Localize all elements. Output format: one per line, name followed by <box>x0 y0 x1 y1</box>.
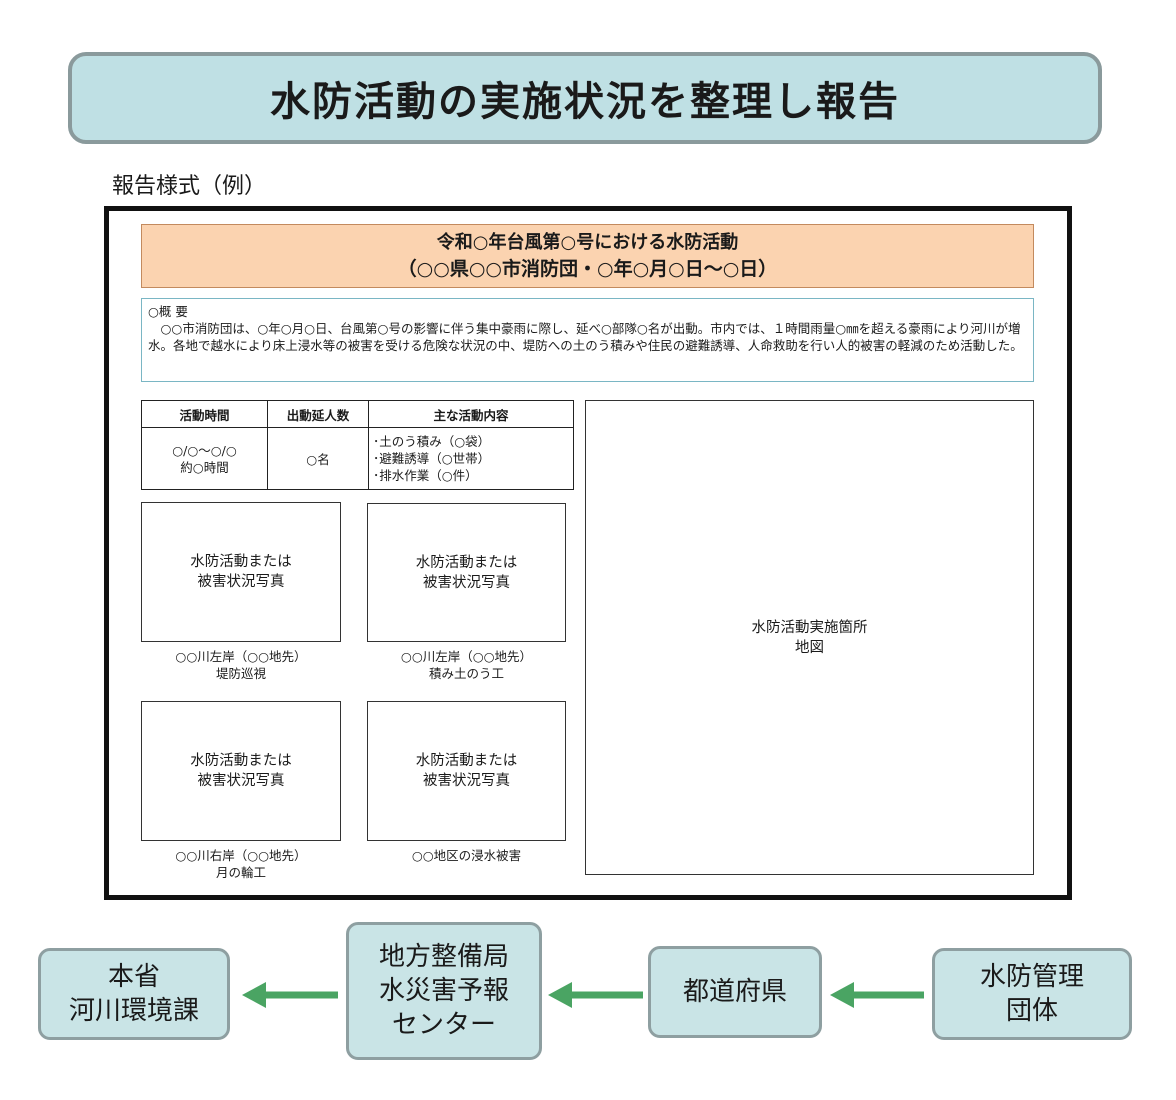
arrow-icon <box>242 982 338 1008</box>
flow-node-ministry: 本省 河川環境課 <box>38 948 230 1040</box>
photo-label: 水防活動または <box>415 753 518 769</box>
flow-node-label: 団体 <box>1005 996 1058 1026</box>
photo-caption: ○○川右岸（○○地先） 月の輪工 <box>141 847 341 881</box>
table-header-activities: 主な活動内容 <box>368 400 574 428</box>
page-title: 水防活動の実施状況を整理し報告 <box>270 79 900 125</box>
report-header: 令和○年台風第○号における水防活動 （○○県○○市消防団・○年○月○日～○日） <box>141 224 1034 288</box>
summary-box: ○概 要 ○○市消防団は、○年○月○日、台風第○号の影響に伴う集中豪雨に際し、延… <box>141 298 1034 382</box>
flow-node-label: 本省 <box>107 962 160 992</box>
flow-arrow-group <box>242 982 924 1008</box>
time-duration: 約○時間 <box>180 459 229 475</box>
flow-node-label: 河川環境課 <box>68 996 199 1026</box>
caption-location: ○○川右岸（○○地先） <box>175 848 307 863</box>
activity-table: 活動時間 出動延人数 主な活動内容 ○/○～○/○ 約○時間 ○名 ･土のう積み… <box>141 400 574 490</box>
report-title: 令和○年台風第○号における水防活動 <box>436 232 739 253</box>
photo-placeholder: 水防活動または被害状況写真 <box>367 701 566 841</box>
summary-heading: ○概 要 <box>148 304 188 319</box>
time-range: ○/○～○/○ <box>172 442 237 458</box>
photo-placeholder: 水防活動または被害状況写真 <box>367 503 566 642</box>
photo-caption: ○○川左岸（○○地先） 積み土のう工 <box>367 648 566 682</box>
photo-placeholder: 水防活動または被害状況写真 <box>141 701 341 841</box>
cell-time: ○/○～○/○ 約○時間 <box>141 427 268 490</box>
flow-node-regional-bureau: 地方整備局 水災害予報 センター <box>346 922 542 1060</box>
table-row: ○/○～○/○ 約○時間 ○名 ･土のう積み（○袋） ･避難誘導（○世帯） ･排… <box>141 427 574 490</box>
map-label: 地図 <box>795 639 824 656</box>
caption-activity: 積み土のう工 <box>428 666 504 681</box>
map-placeholder: 水防活動実施箇所 地図 <box>585 400 1034 875</box>
caption-activity: 堤防巡視 <box>215 666 266 681</box>
caption-location: ○○地区の浸水被害 <box>411 848 522 863</box>
report-period: （○○県○○市消防団・○年○月○日～○日） <box>397 258 778 280</box>
flow-node-label: 地方整備局 <box>378 942 509 972</box>
page-banner: 水防活動の実施状況を整理し報告 <box>68 52 1102 144</box>
activity-item: ･土のう積み（○袋） <box>373 434 491 449</box>
flow-node-label: センター <box>391 1010 496 1040</box>
table-header-people: 出動延人数 <box>267 400 369 428</box>
flow-node-label: 水災害予報 <box>378 976 509 1006</box>
photo-label: 被害状況写真 <box>423 574 510 591</box>
photo-placeholder: 水防活動または被害状況写真 <box>141 502 341 642</box>
photo-label: 水防活動または <box>190 554 292 570</box>
photo-label: 被害状況写真 <box>197 574 285 590</box>
report-format-label: 報告様式（例） <box>112 174 267 199</box>
flow-node-label: 都道府県 <box>682 977 787 1007</box>
photo-label: 水防活動または <box>415 554 518 571</box>
flow-node-prefecture: 都道府県 <box>648 946 822 1038</box>
summary-text: ○○市消防団は、○年○月○日、台風第○号の影響に伴う集中豪雨に際し、延べ○部隊○… <box>148 321 1023 353</box>
cell-people: ○名 <box>267 427 369 490</box>
photo-label: 水防活動または <box>190 753 292 769</box>
map-label: 水防活動実施箇所 <box>751 619 868 636</box>
arrow-icon <box>548 982 643 1008</box>
activity-item: ･避難誘導（○世帯） <box>373 451 491 466</box>
report-frame <box>104 206 1072 900</box>
flow-node-flood-control-body: 水防管理 団体 <box>932 948 1132 1040</box>
caption-location: ○○川左岸（○○地先） <box>175 649 307 664</box>
photo-label: 被害状況写真 <box>197 773 285 789</box>
caption-location: ○○川左岸（○○地先） <box>400 649 533 664</box>
activity-item: ･排水作業（○件） <box>373 468 478 483</box>
photo-caption: ○○川左岸（○○地先） 堤防巡視 <box>141 648 341 682</box>
cell-activities: ･土のう積み（○袋） ･避難誘導（○世帯） ･排水作業（○件） <box>368 427 574 490</box>
photo-label: 被害状況写真 <box>423 773 510 789</box>
photo-caption: ○○地区の浸水被害 <box>367 847 566 864</box>
arrow-icon <box>830 982 924 1008</box>
table-header-row: 活動時間 出動延人数 主な活動内容 <box>141 400 574 428</box>
caption-activity: 月の輪工 <box>215 865 266 880</box>
flow-node-label: 水防管理 <box>979 962 1084 992</box>
